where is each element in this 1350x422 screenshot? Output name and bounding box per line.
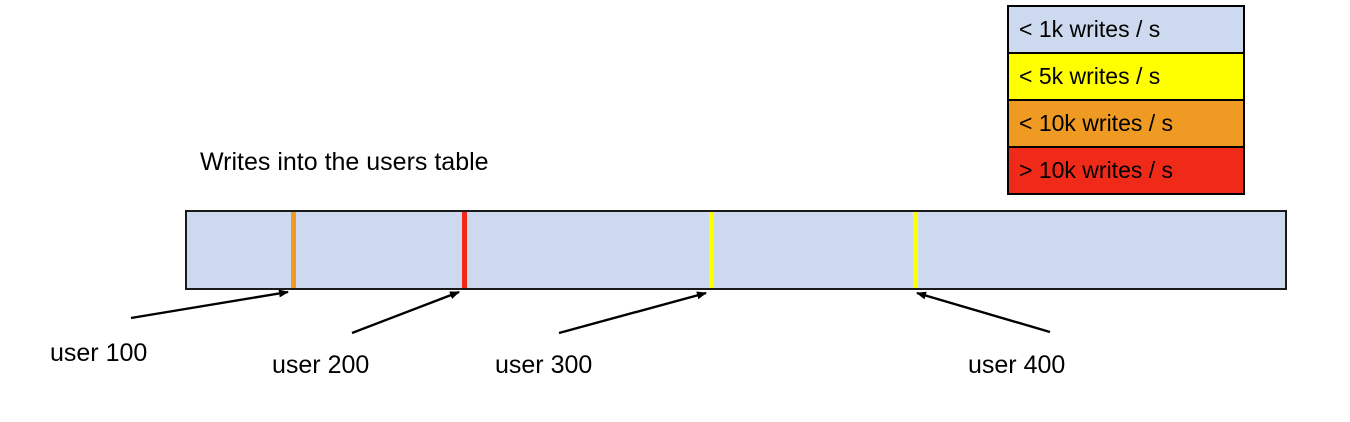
legend-label-lt-5k: < 5k writes / s [1019,63,1161,89]
write-rate-legend: < 1k writes / s < 5k writes / s < 10k wr… [1007,5,1245,195]
legend-row-lt-5k: < 5k writes / s [1009,54,1243,101]
legend-row-lt-1k: < 1k writes / s [1009,7,1243,54]
arrow-user-100 [130,289,289,320]
axis-label-user-100: user 100 [50,339,148,367]
axis-label-user-300: user 300 [495,351,593,379]
chart-title: Writes into the users table [200,148,489,176]
bar-stripe-user-300 [709,212,714,288]
legend-row-lt-10k: < 10k writes / s [1009,101,1243,148]
legend-label-lt-10k: < 10k writes / s [1019,110,1174,136]
bar-stripe-user-200 [462,212,467,288]
legend-label-lt-1k: < 1k writes / s [1019,16,1161,42]
legend-row-gt-10k: > 10k writes / s [1009,148,1243,193]
arrow-user-300 [558,291,707,335]
bar-stripe-user-100 [291,212,296,288]
axis-label-user-200: user 200 [272,351,370,379]
bar-stripe-user-400 [913,212,918,288]
legend-label-gt-10k: > 10k writes / s [1019,157,1174,183]
users-table-keyspace-bar [185,210,1287,290]
axis-label-user-400: user 400 [968,351,1066,379]
arrow-user-200 [351,290,460,335]
arrow-user-400 [916,291,1051,334]
